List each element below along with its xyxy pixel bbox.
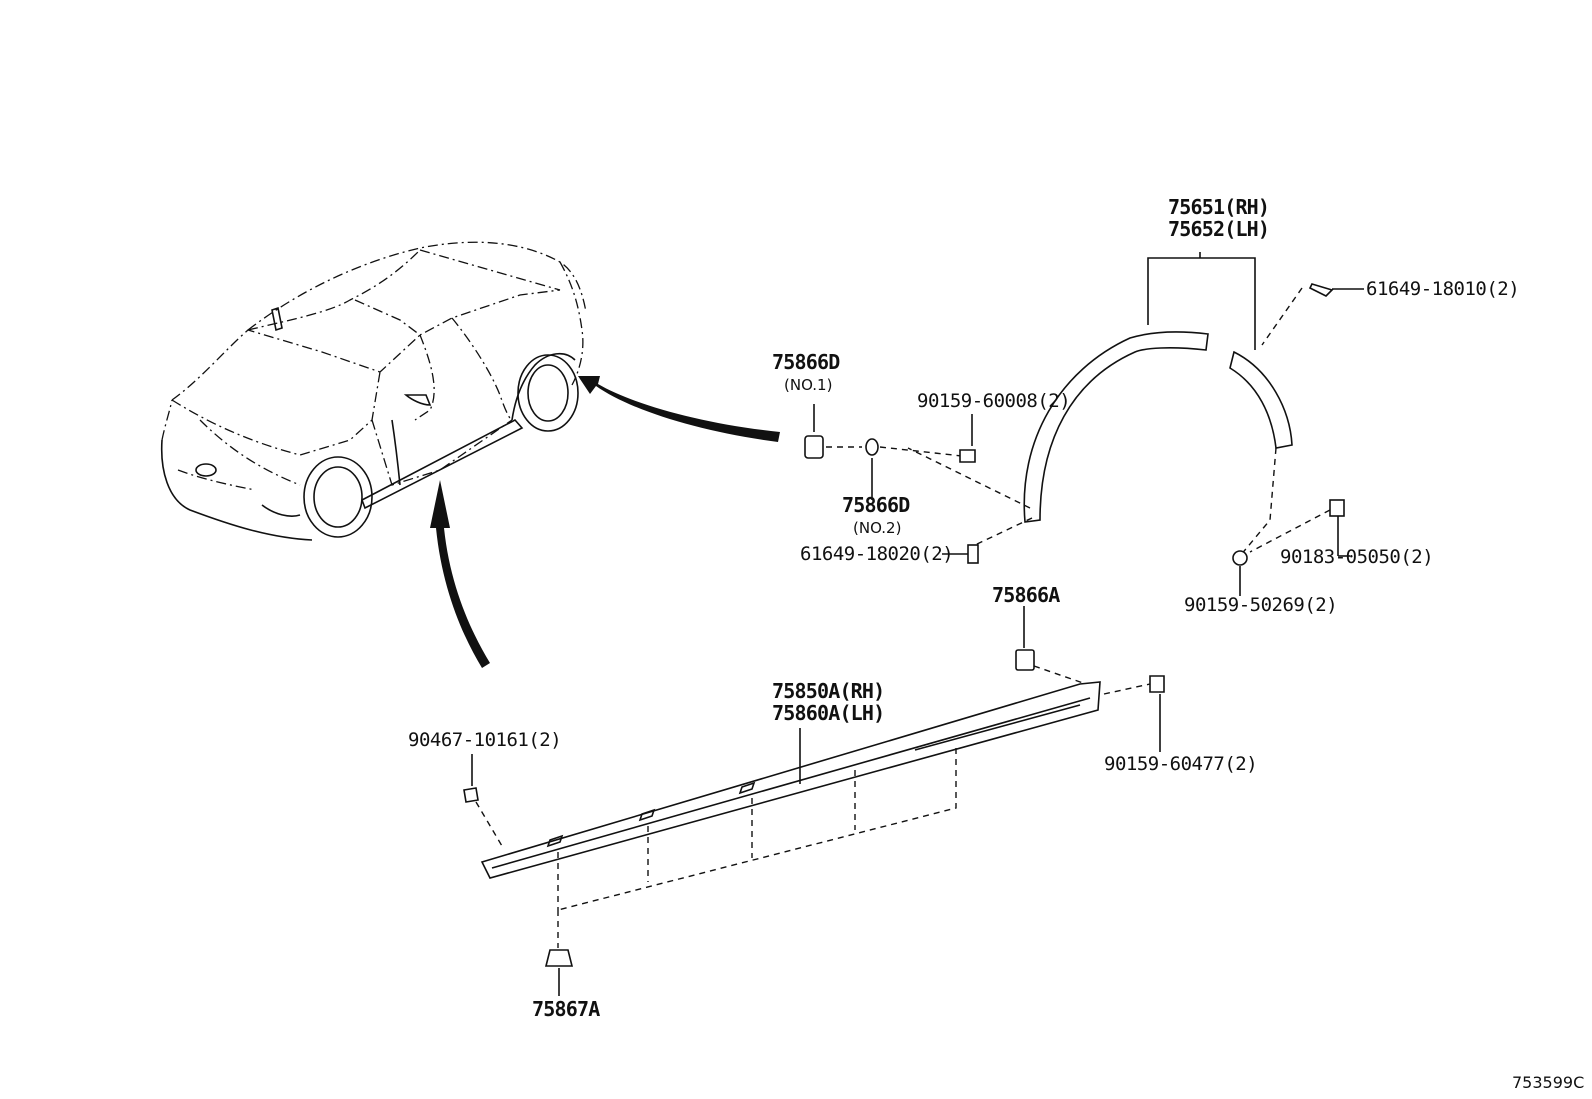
label-fender-flare-lh: 75652(LH) <box>1168 217 1269 241</box>
small-parts <box>804 283 1364 752</box>
label-clip-61649-18010: 61649-18010(2) <box>1366 278 1519 300</box>
car-outline <box>160 241 587 541</box>
label-clip-75866d-no2-note: (NO.2) <box>853 519 901 537</box>
label-screw-90159-60008: 90159-60008(2) <box>917 390 1070 412</box>
label-screw-90159-60477: 90159-60477(2) <box>1104 753 1257 775</box>
label-screw-90159-50269: 90159-50269(2) <box>1184 594 1337 616</box>
label-clip-90467-10161: 90467-10161(2) <box>408 729 561 751</box>
label-clip-75866d-no2: 75866D <box>842 493 910 517</box>
label-clip-61649-18020: 61649-18020(2) <box>800 543 953 565</box>
document-id: 753599C <box>1512 1073 1584 1092</box>
label-clip-75867a: 75867A <box>532 997 600 1021</box>
fender-flare-rear <box>1229 350 1293 449</box>
fender-flare-front <box>1023 331 1209 523</box>
fender-flare-group <box>907 252 1331 557</box>
label-rocker-moulding-lh: 75860A(LH) <box>772 701 884 725</box>
arrow-to-side-sill <box>430 480 490 668</box>
label-clip-75866a: 75866A <box>992 583 1060 607</box>
rocker-moulding-panel <box>480 681 1101 879</box>
label-clip-75866d-no1: 75866D <box>772 350 840 374</box>
label-clip-75866d-no1-note: (NO.1) <box>784 376 832 394</box>
label-fender-flare-rh: 75651(RH) <box>1168 195 1269 219</box>
label-rocker-moulding-rh: 75850A(RH) <box>772 679 884 703</box>
rocker-moulding-group <box>463 681 1101 996</box>
arrow-to-wheel-arch <box>578 376 780 442</box>
label-nut-90183-05050: 90183-05050(2) <box>1280 546 1433 568</box>
